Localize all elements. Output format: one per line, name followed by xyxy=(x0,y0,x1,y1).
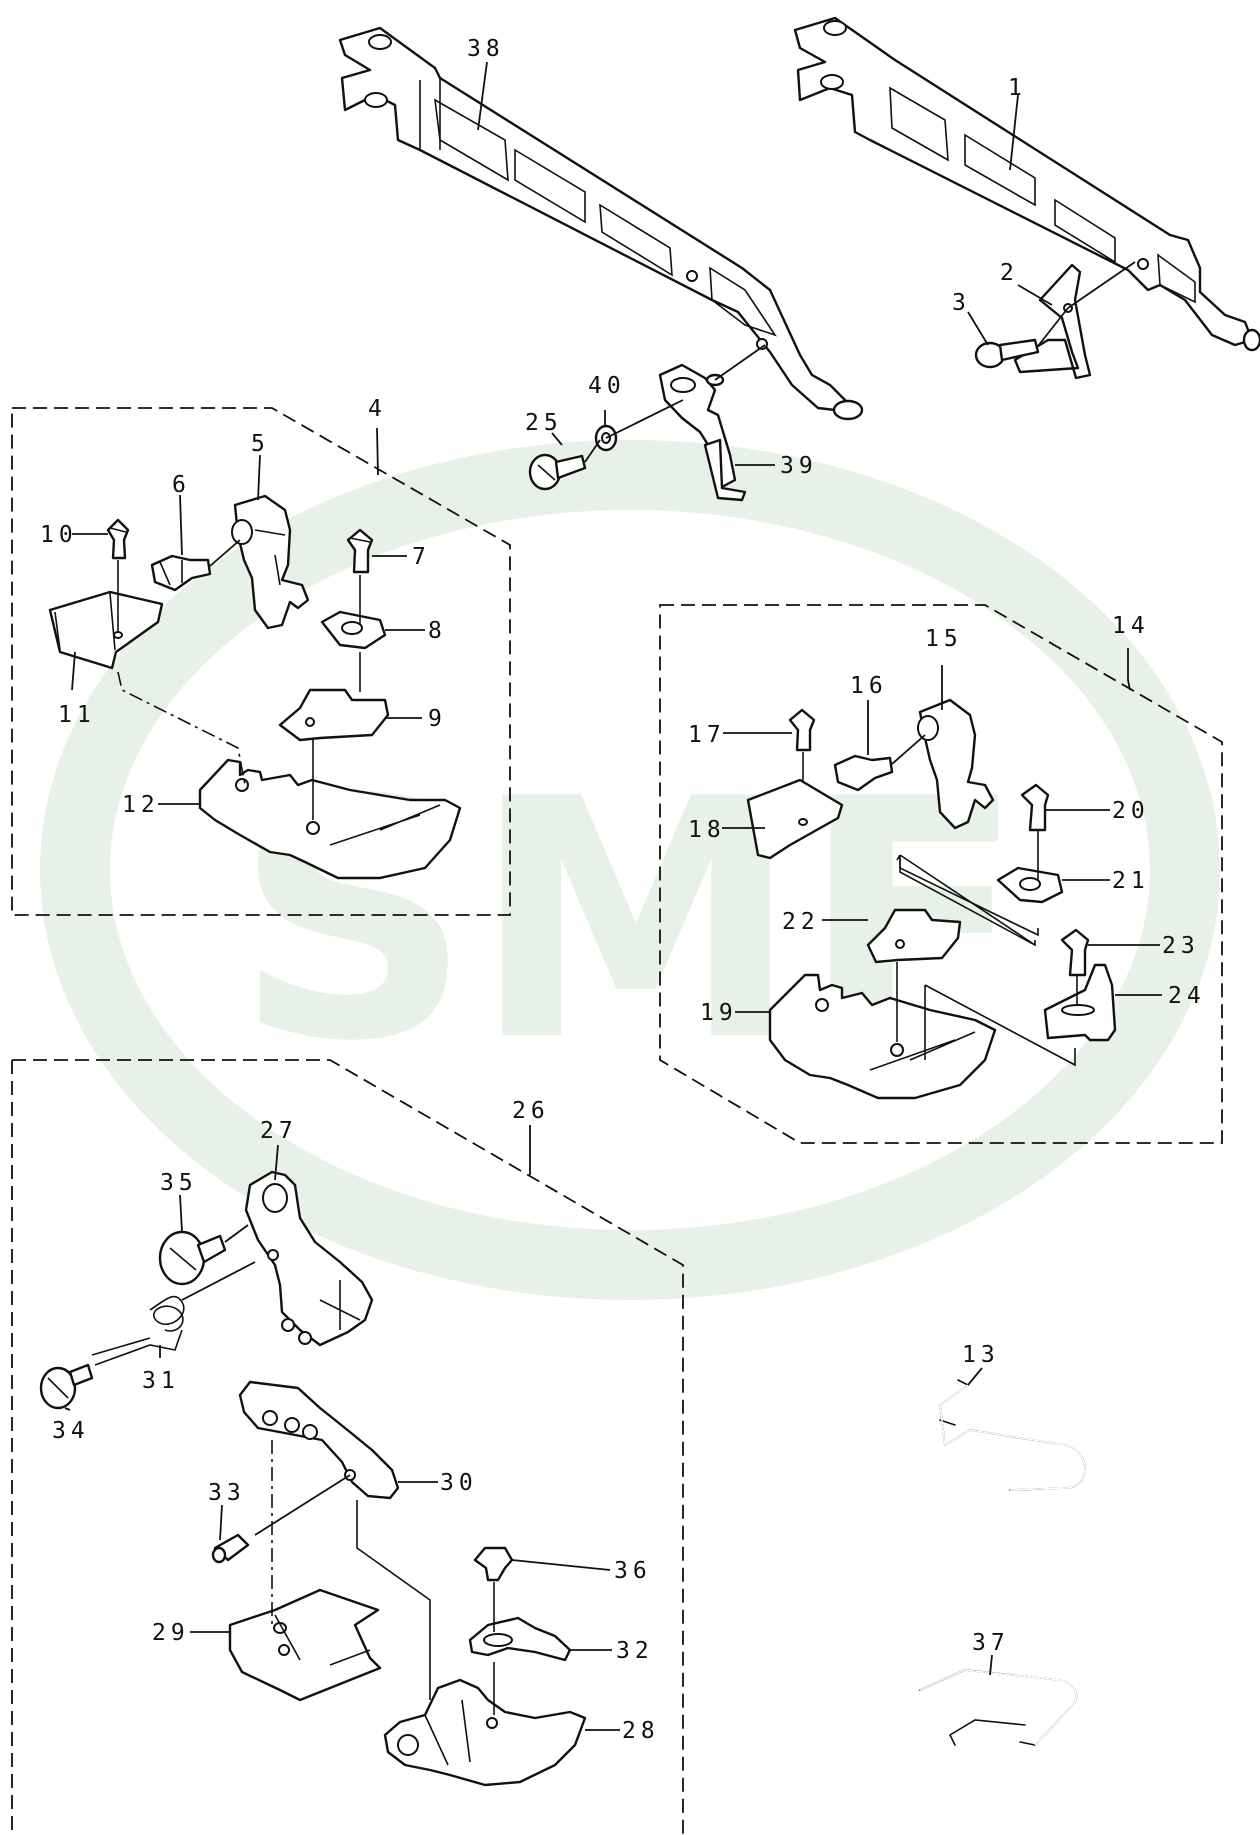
callout-34: 34 xyxy=(52,1418,90,1444)
callout-21: 21 xyxy=(1112,868,1150,894)
callout-23: 23 xyxy=(1162,933,1200,959)
callout-1: 1 xyxy=(1008,75,1027,101)
callout-3: 3 xyxy=(952,290,971,316)
callout-8: 8 xyxy=(428,618,447,644)
callout-11: 11 xyxy=(58,702,96,728)
leader-lines xyxy=(64,61,1162,1731)
callout-9: 9 xyxy=(428,706,447,732)
callout-38: 38 xyxy=(467,36,505,62)
callout-32: 32 xyxy=(616,1638,654,1664)
callout-25: 25 xyxy=(525,410,563,436)
callout-28: 28 xyxy=(622,1718,660,1744)
callout-31: 31 xyxy=(142,1368,180,1394)
callout-22: 22 xyxy=(782,909,820,935)
bracket-part-2 xyxy=(1013,261,1136,380)
callout-26: 26 xyxy=(512,1098,550,1124)
callout-20: 20 xyxy=(1112,798,1150,824)
callout-4: 4 xyxy=(368,396,387,422)
callout-18: 18 xyxy=(688,817,726,843)
presser-arm-38 xyxy=(338,26,864,421)
callout-24: 24 xyxy=(1168,983,1206,1009)
callout-12: 12 xyxy=(122,792,160,818)
screw-part-3 xyxy=(974,307,1069,369)
callout-2: 2 xyxy=(1000,260,1019,286)
callout-33: 33 xyxy=(208,1480,246,1506)
callout-30: 30 xyxy=(440,1470,478,1496)
callout-16: 16 xyxy=(850,673,888,699)
callout-39: 39 xyxy=(780,453,818,479)
callout-15: 15 xyxy=(925,626,963,652)
link-part-39 xyxy=(658,344,766,502)
callout-14: 14 xyxy=(1112,613,1150,639)
callout-numbers: 38 1 2 3 4 5 6 10 7 8 9 11 12 25 40 39 1… xyxy=(40,36,1206,1744)
wire-part-37 xyxy=(919,1669,1078,1746)
callout-27: 27 xyxy=(260,1118,298,1144)
callout-37: 37 xyxy=(972,1630,1010,1656)
callout-40: 40 xyxy=(588,373,626,399)
callout-10: 10 xyxy=(40,522,78,548)
callout-36: 36 xyxy=(614,1558,652,1584)
callout-6: 6 xyxy=(172,472,191,498)
assembly-26 xyxy=(11,1059,684,1835)
washer-part-40 xyxy=(594,399,684,452)
callout-5: 5 xyxy=(251,431,270,457)
assembly-14 xyxy=(659,604,1223,1144)
callout-7: 7 xyxy=(412,544,431,570)
screw-part-25 xyxy=(528,439,601,491)
presser-arm-1 xyxy=(793,16,1260,352)
callout-17: 17 xyxy=(688,722,726,748)
callout-19: 19 xyxy=(700,1000,738,1026)
callout-35: 35 xyxy=(160,1170,198,1196)
wire-part-13 xyxy=(939,1379,1086,1491)
assembly-4 xyxy=(11,407,511,916)
callout-29: 29 xyxy=(152,1620,190,1646)
callout-13: 13 xyxy=(962,1342,1000,1368)
